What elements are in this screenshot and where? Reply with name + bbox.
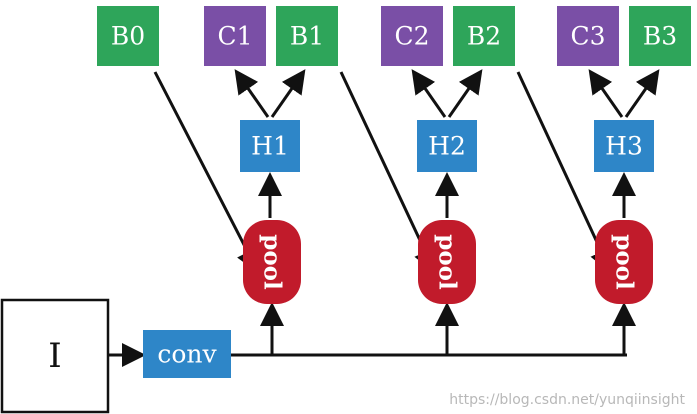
arrow-h2-to-b2 — [447, 69, 483, 118]
edges — [109, 69, 660, 367]
h2-label: H2 — [428, 132, 466, 161]
conv-label: conv — [157, 340, 217, 369]
c3-label: C3 — [570, 22, 605, 51]
conv-node: conv — [143, 330, 231, 378]
c1-label: C1 — [217, 22, 252, 51]
arrow-b1-to-pool-2 — [339, 71, 437, 274]
stage-3: C3 B3 H3 pool — [557, 6, 691, 304]
b2-label: B2 — [467, 22, 501, 51]
arrow-h3-to-c3 — [588, 69, 624, 118]
input-node: I — [0, 298, 110, 414]
arrow-h1-to-c1 — [234, 69, 270, 118]
c2-label: C2 — [394, 22, 429, 51]
b1-label: B1 — [290, 22, 324, 51]
pool-1-label: pool — [259, 234, 286, 290]
b0-node: B0 — [97, 6, 159, 66]
h1-label: H1 — [251, 132, 289, 161]
pool-2-label: pool — [434, 234, 461, 290]
stage-1: C1 B1 H1 pool — [204, 6, 338, 304]
stage-2: C2 B2 H2 pool — [381, 6, 515, 304]
h3-label: H3 — [605, 132, 643, 161]
input-label: I — [48, 336, 61, 376]
arrow-h2-to-c2 — [411, 69, 447, 118]
arrow-b0-to-pool-1 — [153, 71, 259, 274]
b0-label: B0 — [111, 22, 145, 51]
arrow-h3-to-b3 — [624, 69, 660, 118]
arrow-b2-to-pool-3 — [516, 71, 613, 274]
watermark: https://blog.csdn.net/yunqiinsight — [449, 392, 685, 408]
b3-label: B3 — [643, 22, 677, 51]
arrow-h1-to-b1 — [270, 69, 306, 118]
pool-3-label: pool — [611, 234, 638, 290]
